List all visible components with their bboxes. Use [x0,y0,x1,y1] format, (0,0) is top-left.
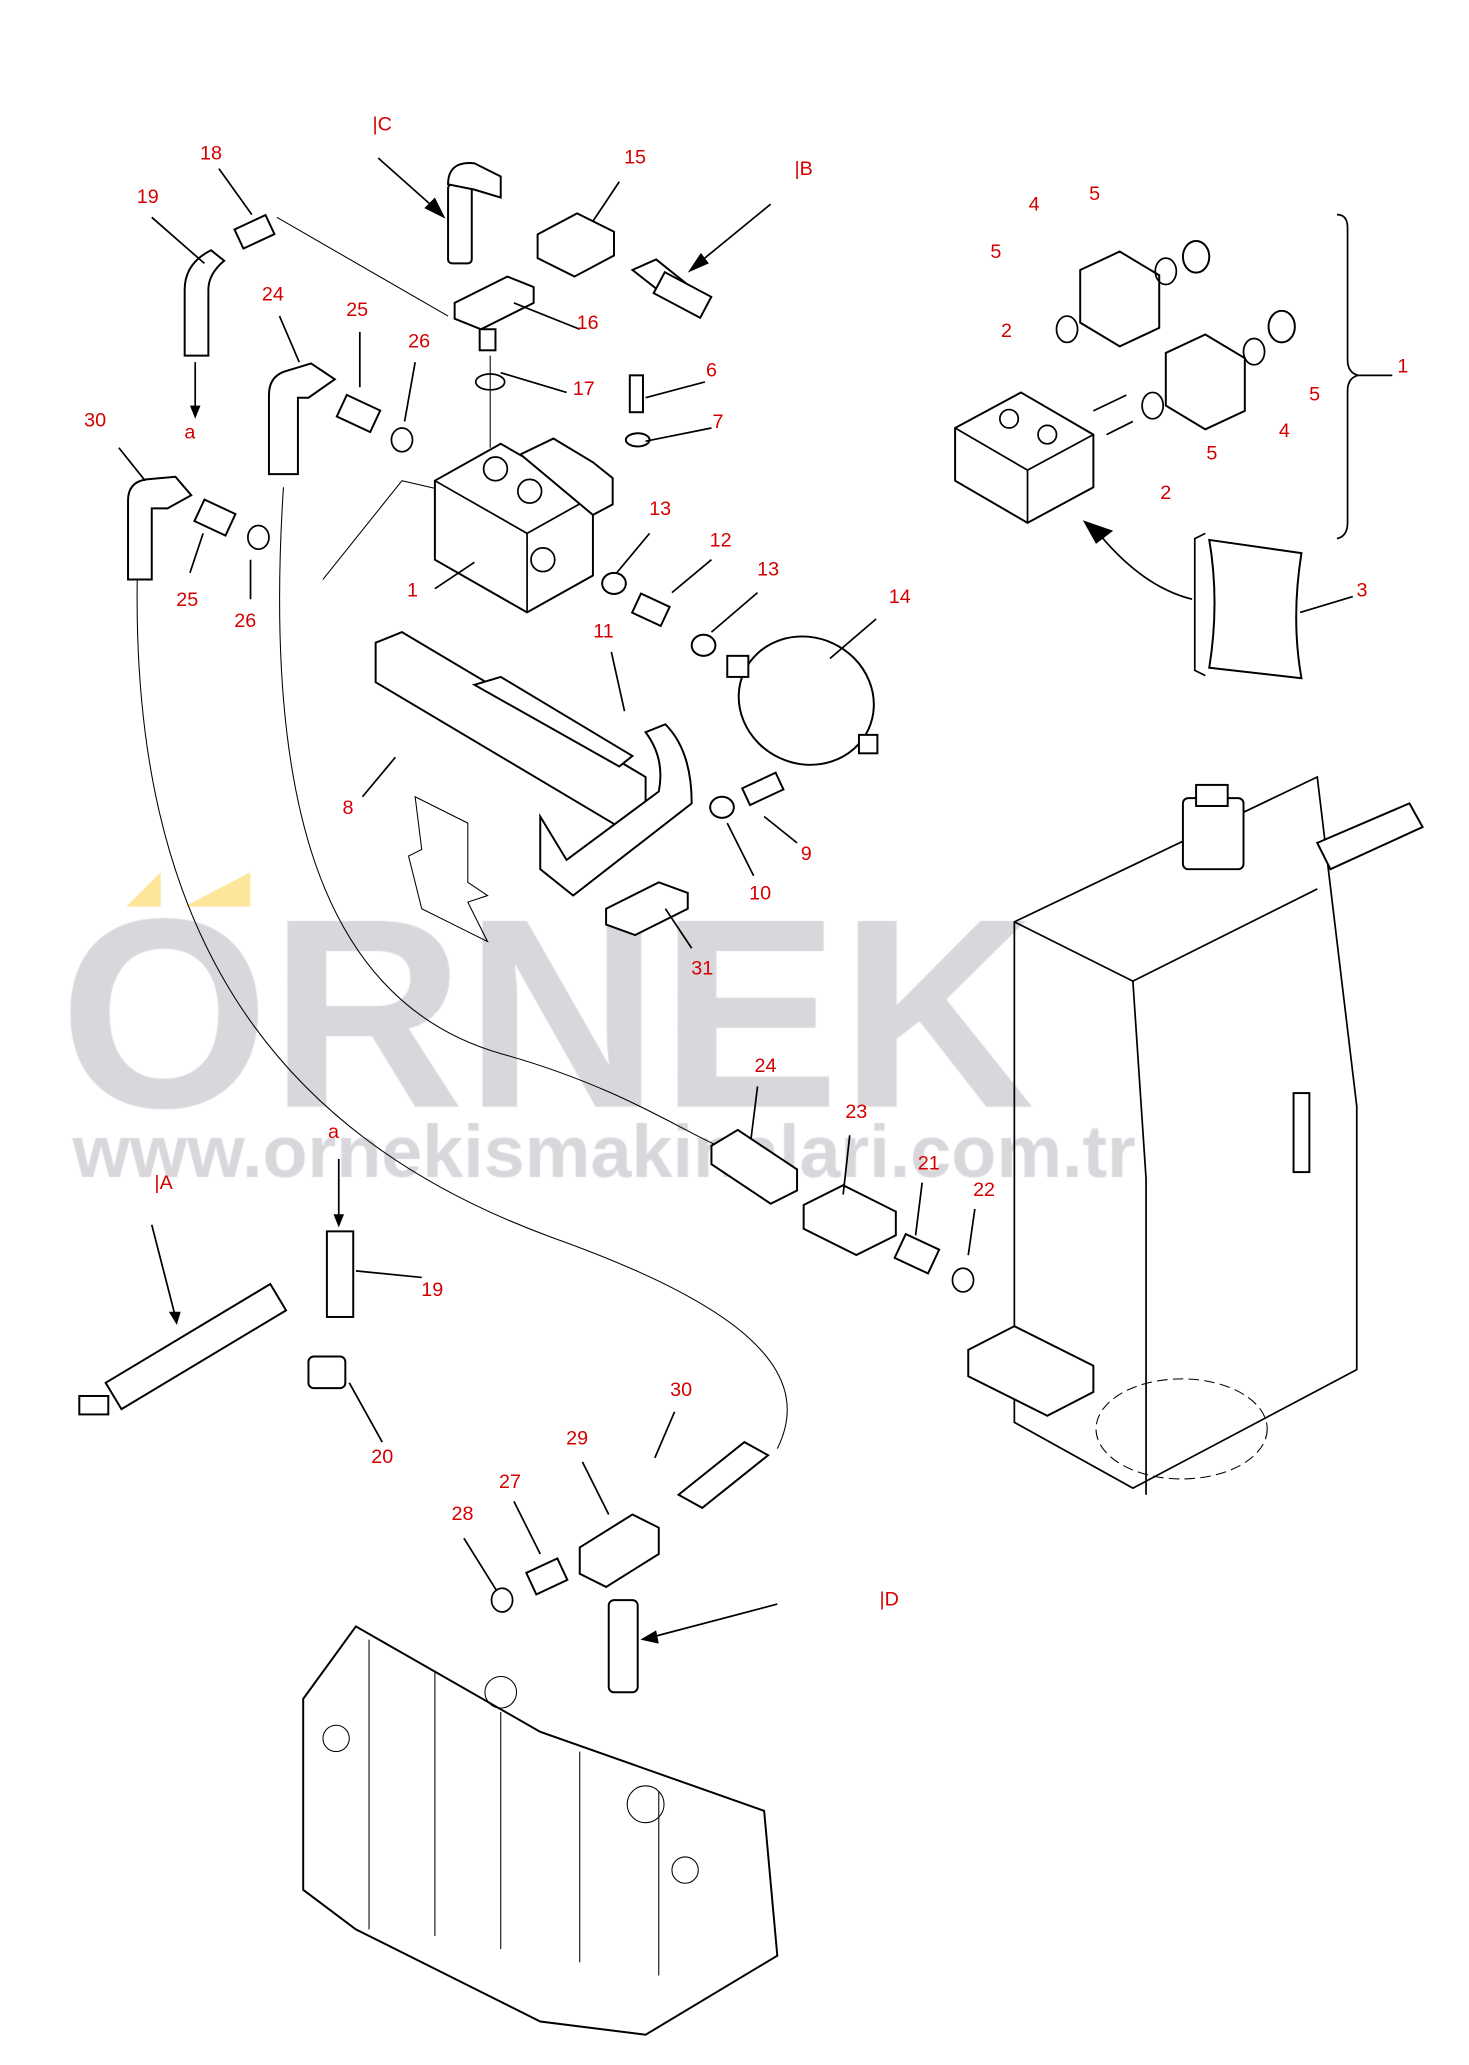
inset-callout-3: 3 [1357,580,1368,602]
callout-18: 18 [200,142,222,164]
callout-17: 17 [573,378,595,400]
leader-lines [118,168,1354,1592]
view-ref-d: |D [880,1588,899,1610]
callout-10: 10 [749,882,771,904]
ref-a-bottom: a [328,1121,339,1143]
callout-24: 24 [754,1055,776,1077]
fittings-bottom [490,1440,770,1694]
hose-ends-left [127,362,414,581]
callout-11: 11 [593,620,614,642]
callout-24: 24 [262,283,284,305]
callout-labels: |C |B |A |D a a 18 15 19 24 25 26 16 6 1… [84,113,1408,1610]
callout-13: 13 [649,498,671,520]
view-ref-c: |C [373,113,392,135]
callout-12: 12 [710,530,732,552]
callout-13: 13 [757,559,779,581]
callout-19: 19 [137,186,159,208]
callout-21: 21 [918,1152,940,1174]
callout-23: 23 [845,1101,867,1123]
hydraulic-tank [967,775,1424,1495]
callout-15: 15 [624,146,646,168]
callout-29: 29 [566,1428,588,1450]
inset-callout-5: 5 [1309,383,1320,405]
control-valve [302,1625,779,2036]
mounting-bracket [374,631,785,943]
view-ref-a: |A [154,1172,173,1194]
callout-22: 22 [973,1179,995,1201]
inset-callout-1: 1 [1397,356,1408,378]
cylinder-a [78,1230,355,1416]
valve-block [433,437,614,614]
solenoid-kit-inset [954,213,1393,680]
callout-20: 20 [371,1446,393,1468]
hose-lines [136,216,788,1449]
accumulator-parts [601,571,879,766]
inset-callout-2: 2 [1001,320,1012,342]
inset-callout-4: 4 [1279,420,1290,442]
fittings-middle [710,1128,975,1293]
inset-callout-4: 4 [1029,194,1040,216]
callout-31: 31 [691,958,713,980]
callout-14: 14 [889,586,911,608]
callout-1: 1 [407,580,418,602]
callout-27: 27 [499,1471,521,1493]
inset-callout-2: 2 [1160,482,1171,504]
callout-6: 6 [706,360,717,382]
callout-16: 16 [577,312,599,334]
inset-callout-5: 5 [1206,443,1217,465]
callout-19: 19 [421,1279,443,1301]
callout-26: 26 [408,331,430,353]
callout-25: 25 [176,589,198,611]
inset-callout-5: 5 [1089,183,1100,205]
callout-30: 30 [84,410,106,432]
callout-8: 8 [342,797,353,819]
view-ref-b: |B [794,158,812,180]
callout-7: 7 [713,411,724,433]
callout-9: 9 [801,843,812,865]
inset-callout-5: 5 [990,241,1001,263]
callout-28: 28 [452,1503,474,1525]
callout-26: 26 [234,610,256,632]
fittings-top [183,162,713,448]
ref-a-top: a [184,422,195,444]
callout-25: 25 [346,299,368,321]
callout-30: 30 [670,1379,692,1401]
